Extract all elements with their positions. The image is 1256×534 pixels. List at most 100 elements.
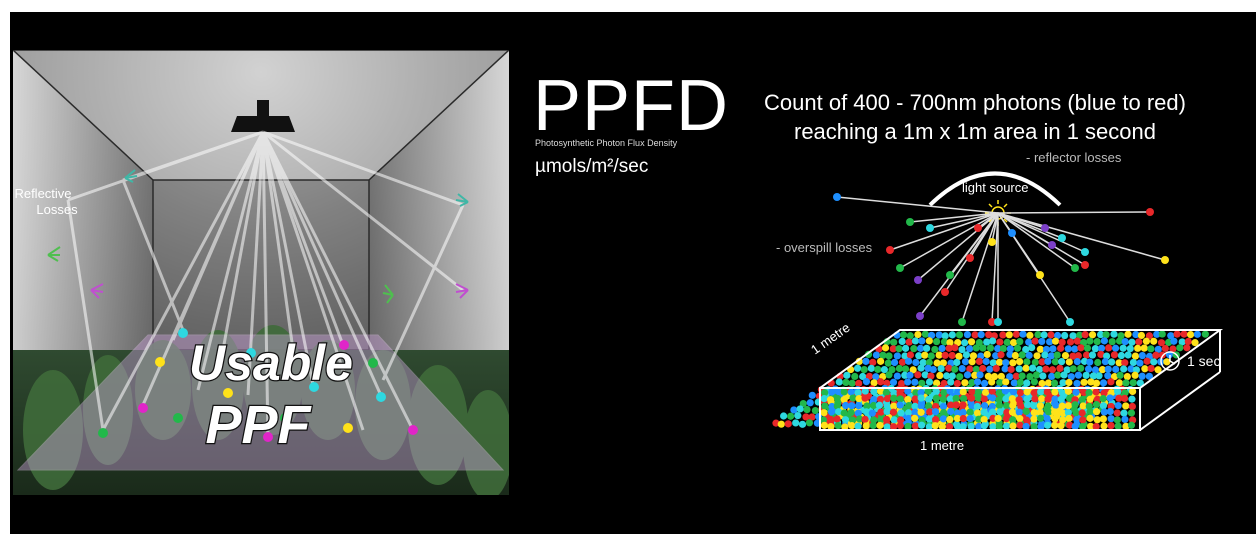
box-photon: [1104, 365, 1112, 373]
box-photon: [798, 420, 807, 428]
box-photon: [1015, 408, 1023, 416]
box-photon: [1150, 358, 1158, 366]
units-label: µmols/m²/sec: [535, 156, 649, 177]
box-photon: [1047, 352, 1055, 360]
box-photon: [967, 422, 975, 431]
box-photon: [1030, 402, 1038, 410]
box-photon: [885, 371, 893, 379]
photon-dot: [1066, 318, 1074, 326]
box-photon: [947, 401, 955, 409]
box-photon: [865, 372, 874, 380]
box-photon: [1095, 372, 1103, 380]
box-photon: [1038, 337, 1046, 346]
box-photon: [835, 378, 843, 386]
box-photon: [1135, 338, 1143, 346]
box-photon: [901, 371, 909, 379]
box-photon: [1193, 330, 1201, 338]
box-photon: [1069, 332, 1077, 340]
box-photon: [1167, 332, 1175, 340]
box-photon: [833, 415, 841, 423]
box-photon: [1016, 378, 1025, 386]
box-photon: [1089, 372, 1098, 380]
box-photon: [959, 414, 967, 423]
box-photon: [1030, 378, 1039, 386]
box-photon: [917, 364, 925, 372]
box-photon: [917, 408, 925, 416]
box-photon: [784, 420, 792, 428]
light-source-label: light source: [962, 180, 1029, 195]
box-photon: [1057, 344, 1065, 352]
box-photon: [1059, 416, 1067, 424]
photon-dot: [941, 288, 949, 296]
box-photon: [834, 421, 842, 430]
box-photon: [1065, 378, 1073, 387]
box-photon: [917, 388, 925, 397]
box-photon: [1003, 401, 1011, 410]
box-photon: [939, 395, 947, 403]
box-photon: [906, 371, 914, 379]
box-photon: [1043, 388, 1051, 396]
box-photon: [979, 364, 987, 373]
box-photon: [904, 387, 912, 395]
box-photon: [854, 409, 862, 417]
box-photon: [1147, 345, 1155, 353]
box-photon: [966, 414, 974, 423]
box-photon: [1057, 422, 1065, 430]
box-photon: [904, 396, 912, 404]
box-photon: [1153, 330, 1161, 338]
box-photon: [1080, 378, 1088, 386]
box-photon: [1073, 379, 1081, 388]
box-photon: [1114, 422, 1122, 430]
box-photon: [954, 388, 962, 396]
box-photon: [802, 413, 810, 421]
box-photon: [1050, 408, 1059, 416]
box-photon: [1074, 352, 1082, 360]
box-photon: [856, 415, 864, 423]
box-photon: [986, 344, 995, 352]
box-photon: [969, 352, 978, 360]
box-photon: [1106, 407, 1114, 416]
box-photon: [935, 331, 943, 339]
box-photon: [1059, 379, 1067, 387]
box-photon: [1043, 414, 1051, 423]
photon-ray: [961, 212, 999, 323]
box-photon: [827, 408, 836, 416]
box-photon: [989, 394, 997, 402]
box-photon: [1180, 330, 1188, 338]
photon-ray: [991, 212, 999, 243]
box-photon: [999, 344, 1007, 353]
box-photon: [1022, 422, 1030, 431]
box-photon: [840, 409, 848, 417]
box-photon: [896, 395, 904, 403]
box-photon: [925, 378, 934, 386]
box-photon: [1024, 401, 1032, 409]
box-photon: [921, 330, 930, 338]
box-photon: [1051, 358, 1059, 366]
box-photon: [1104, 372, 1112, 380]
box-photon: [882, 389, 890, 397]
box-photon: [1009, 388, 1018, 396]
box-photon: [1132, 366, 1141, 374]
box-photon: [870, 416, 878, 424]
box-photon: [787, 412, 795, 420]
box-photon: [1066, 394, 1074, 403]
ppf-label: PPF: [205, 395, 312, 455]
box-photon: [971, 371, 979, 379]
box-photon: [819, 416, 827, 424]
box-photon: [945, 364, 953, 372]
box-photon: [1010, 338, 1018, 347]
box-photon: [1037, 423, 1045, 431]
box-photon: [885, 352, 893, 360]
box-photon: [1086, 395, 1094, 403]
box-photon: [854, 422, 862, 430]
box-photon: [937, 364, 945, 373]
box-photon: [1054, 371, 1062, 379]
box-photon: [1129, 358, 1138, 367]
box-photon: [940, 389, 948, 397]
box-photon: [1058, 389, 1066, 397]
box-photon: [1112, 365, 1120, 373]
box-photon: [1031, 358, 1039, 366]
box-photon: [927, 331, 936, 339]
box-photon: [896, 401, 904, 409]
box-photon: [1093, 416, 1101, 424]
